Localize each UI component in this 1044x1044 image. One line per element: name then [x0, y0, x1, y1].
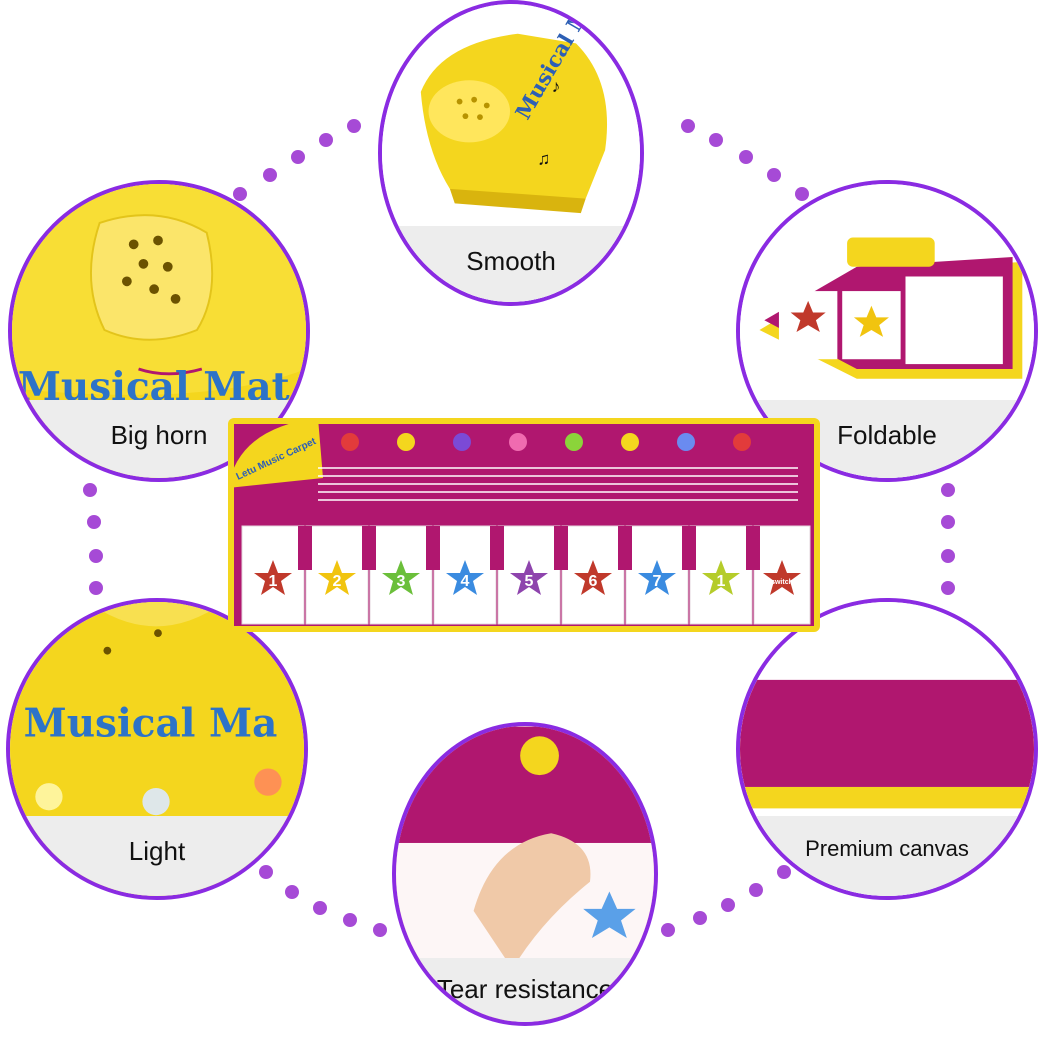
key-number-8: 1 [717, 573, 726, 590]
feature-label-band: Premium canvas [740, 816, 1034, 896]
feature-label-foldable: Foldable [837, 420, 937, 450]
switch-key-label: switch [771, 579, 793, 586]
music-mat-photo: Letu Music Carpet 1 2 3 4 5 6 7 1 switc [228, 418, 820, 632]
feature-label-band: Smooth [382, 226, 640, 302]
feature-circle-light: Musical Ma Light [6, 598, 308, 900]
svg-text:Musical Ma: Musical Ma [24, 700, 278, 746]
svg-text:♪: ♪ [552, 76, 561, 96]
feature-label-premium-canvas: Premium canvas [805, 836, 969, 861]
feature-label-light: Light [128, 836, 186, 866]
key-number-3: 3 [397, 573, 406, 590]
feature-circle-tear-resistance: Tear resistance [392, 722, 658, 1026]
folded-mat-photo [740, 184, 1034, 478]
feature-circle-premium-canvas: Premium canvas [736, 598, 1038, 900]
feature-label-tear-resistance: Tear resistance [436, 974, 614, 1004]
lights-closeup-photo: Musical Ma [10, 602, 304, 896]
feature-circle-foldable: Foldable [736, 180, 1038, 482]
feature-circle-smooth: Musical Mat ♪♫ Smooth [378, 0, 644, 306]
key-number-7: 7 [653, 573, 662, 590]
svg-text:♫: ♫ [537, 149, 550, 169]
feature-label-smooth: Smooth [466, 246, 556, 276]
key-number-2: 2 [333, 573, 342, 590]
key-number-1: 1 [269, 573, 278, 590]
key-number-6: 6 [589, 573, 598, 590]
feature-label-band: Tear resistance [396, 958, 654, 1022]
key-number-5: 5 [525, 573, 534, 590]
feature-label-big-horn: Big horn [110, 420, 208, 450]
feature-label-band: Light [10, 816, 304, 896]
key-number-4: 4 [461, 573, 470, 590]
